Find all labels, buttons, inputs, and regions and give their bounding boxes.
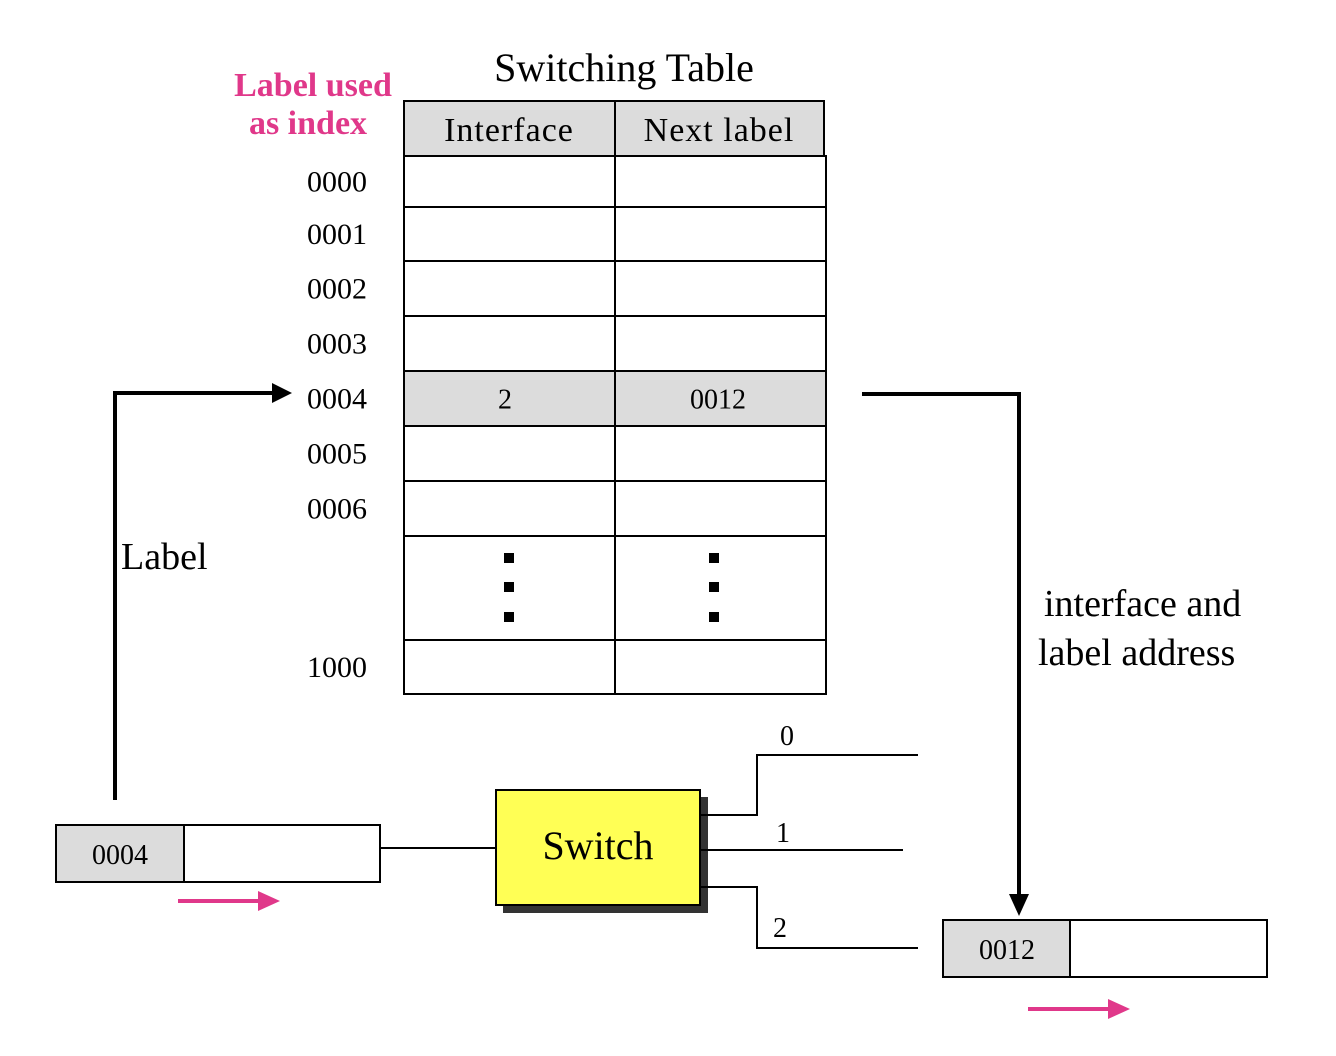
row-index: 1000 [307,651,367,684]
table-row: 0001 [307,206,827,262]
table-row: 0006 [307,480,827,537]
table-row: 0003 [307,315,827,372]
table-row: 1000 [307,639,827,695]
table-row: 0002 [307,260,827,317]
row-index: 0000 [307,166,367,199]
index-caption-line2: as index [249,105,367,142]
result-arrow-text-line2: label address [1038,632,1235,674]
row-index: 0006 [307,493,367,526]
port-1-label: 1 [776,818,790,849]
table-row: 0000 [307,155,827,208]
header-next-label: Next label [644,112,795,149]
row-index: 0001 [307,218,367,251]
outgoing-direction-arrow [1028,999,1130,1019]
row-interface: 2 [498,385,512,416]
index-caption-line1: Label used [234,67,392,104]
label-arrow-text: Label [121,536,208,578]
port-0-label: 0 [780,721,794,752]
ellipsis-dot [504,612,514,622]
table-row-ellipsis [403,535,827,641]
ellipsis-dot [504,553,514,563]
table-title: Switching Table [494,45,754,90]
port-2-line [700,886,918,949]
table-row: 0005 [307,425,827,482]
row-index: 0005 [307,438,367,471]
row-next-label: 0012 [690,385,746,416]
table-header: Interface Next label [403,100,825,157]
incoming-packet-label: 0004 [92,840,148,871]
ellipsis-dot [709,582,719,592]
label-lookup-arrow [113,383,292,800]
result-arrow [862,392,1029,916]
ellipsis-dot [709,553,719,563]
switch-label: Switch [542,823,653,868]
output-ports: 0 1 2 [700,721,918,949]
incoming-packet: 0004 [55,824,381,883]
ellipsis-dot [504,582,514,592]
row-index: 0002 [307,273,367,306]
table-body: 0000 0001 0002 0003 0004 2 0012 0005 0006 1000 [307,155,827,695]
row-index: 0004 [307,383,367,416]
port-0-line [700,754,918,816]
row-index: 0003 [307,328,367,361]
switch-box: Switch [495,789,708,913]
table-row: 0004 2 0012 [307,370,827,427]
outgoing-packet-label: 0012 [979,935,1035,966]
header-interface: Interface [444,112,574,149]
result-arrow-text-line1: interface and [1044,583,1241,625]
ellipsis-dot [709,612,719,622]
port-2-label: 2 [773,913,787,944]
outgoing-packet: 0012 [942,919,1268,978]
incoming-direction-arrow [178,891,280,911]
